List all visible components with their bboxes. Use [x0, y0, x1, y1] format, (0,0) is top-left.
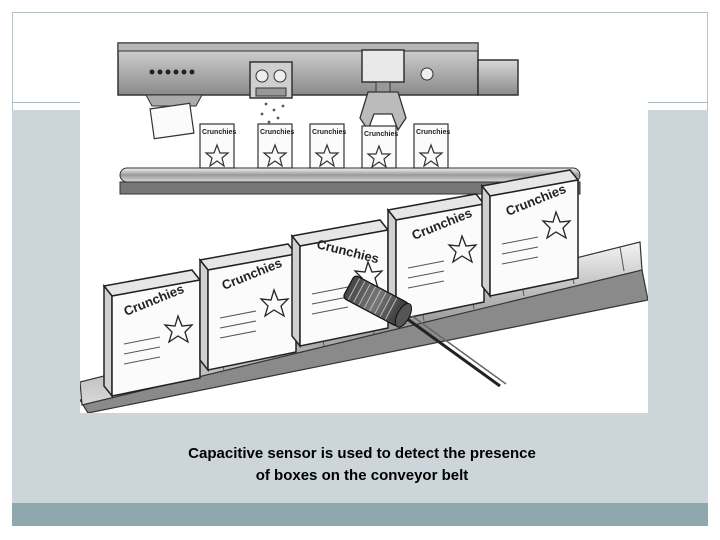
- upper-conveyor: [119, 167, 581, 195]
- small-box-labels: Crunchies Crunchies Crunchies Crunchies …: [202, 129, 450, 138]
- filling-machine: [117, 42, 519, 132]
- footer-band: [12, 503, 708, 526]
- conveyor-illustration: Crunchies Crunchies Crunchies Crunchies …: [80, 40, 648, 413]
- small-box-brand-2: Crunchies: [260, 129, 294, 136]
- caption: Capacitive sensor is used to detect the …: [120, 443, 604, 487]
- caption-line-1: Capacitive sensor is used to detect the …: [188, 445, 536, 462]
- upper-boxes: [149, 102, 449, 169]
- cereal-boxes: [102, 169, 580, 399]
- caption-line-2: of boxes on the conveyor belt: [255, 467, 469, 484]
- capacitive-sensor: [343, 275, 507, 388]
- small-box-brand-3: Crunchies: [312, 129, 346, 136]
- small-box-brand-5: Crunchies: [416, 129, 450, 136]
- small-box-brand-1: Crunchies: [202, 129, 236, 136]
- small-box-brand-4: Crunchies: [364, 131, 398, 138]
